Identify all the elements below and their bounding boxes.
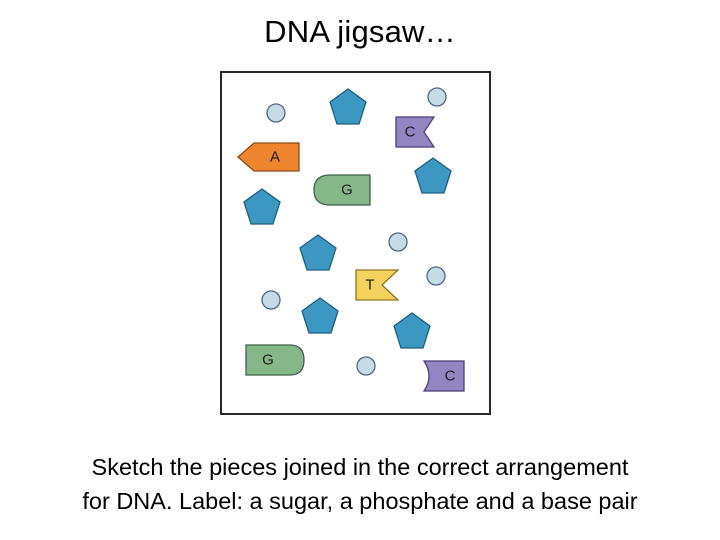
caption-line-2: for DNA. Label: a sugar, a phosphate and… xyxy=(82,488,638,514)
sugar-piece[interactable] xyxy=(414,157,452,194)
puzzle-pieces-box: C A G T G C xyxy=(220,71,491,415)
base-letter: C xyxy=(445,368,456,385)
base-letter: C xyxy=(405,124,416,141)
sugar-piece[interactable] xyxy=(299,234,337,271)
base-letter: G xyxy=(341,182,353,199)
caption-line-1: Sketch the pieces joined in the correct … xyxy=(91,454,629,480)
base-a-piece[interactable]: A xyxy=(237,142,300,172)
phosphate-piece[interactable] xyxy=(427,87,447,107)
phosphate-piece[interactable] xyxy=(356,356,376,376)
phosphate-piece[interactable] xyxy=(388,232,408,252)
phosphate-piece[interactable] xyxy=(426,266,446,286)
base-letter: A xyxy=(270,149,280,166)
base-c-piece[interactable]: C xyxy=(422,360,465,392)
phosphate-piece[interactable] xyxy=(266,103,286,123)
base-g-piece[interactable]: G xyxy=(245,344,305,376)
base-letter: G xyxy=(262,352,274,369)
puzzle-pieces-canvas: C A G T G C xyxy=(237,87,465,392)
sugar-piece[interactable] xyxy=(243,188,281,225)
sugar-piece[interactable] xyxy=(329,88,367,125)
base-letter: T xyxy=(365,277,374,294)
sugar-piece[interactable] xyxy=(301,297,339,334)
base-c-piece[interactable]: C xyxy=(395,116,436,148)
phosphate-piece[interactable] xyxy=(261,290,281,310)
base-g-piece[interactable]: G xyxy=(313,174,371,206)
sugar-piece[interactable] xyxy=(393,312,431,349)
slide-title: DNA jigsaw… xyxy=(264,14,456,49)
base-t-piece[interactable]: T xyxy=(355,269,400,301)
slide-caption: Sketch the pieces joined in the correct … xyxy=(0,450,720,518)
